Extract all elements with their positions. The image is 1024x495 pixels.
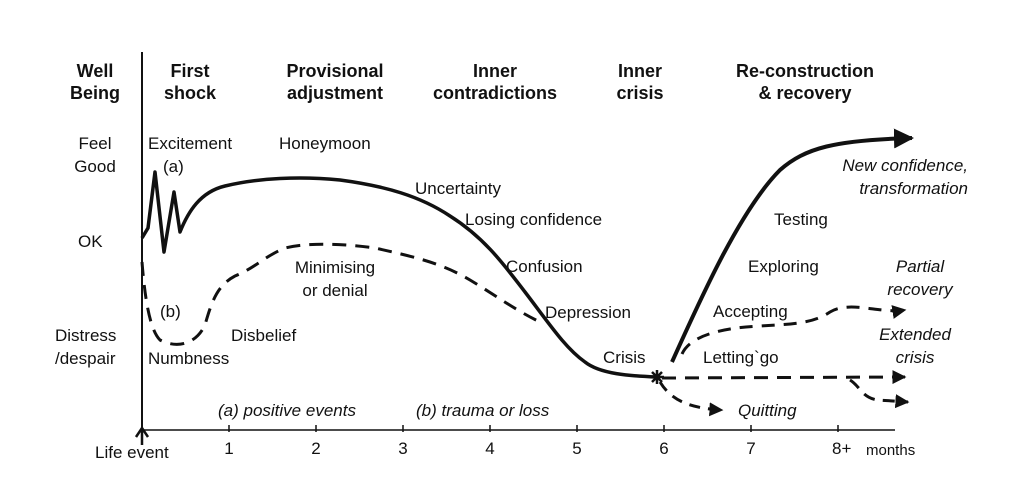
label-quitting: Quitting [738, 401, 797, 420]
life-event-arrow-icon [134, 425, 150, 445]
x-tick-label: 3 [398, 439, 408, 458]
label-honeymoon: Honeymoon [279, 134, 371, 153]
level-ok: OK [78, 232, 103, 251]
header-reconstruction: Re-construction& recovery [735, 61, 874, 103]
x-tick-label: 2 [311, 439, 321, 458]
label-new-confidence: New confidence,transformation [842, 156, 968, 198]
trauma-curve [140, 242, 541, 346]
x-tick-label: 7 [746, 439, 756, 458]
label-exploring: Exploring [748, 257, 819, 276]
extended-crisis-branch [849, 378, 910, 409]
x-axis-ticks [228, 425, 839, 432]
label-a: (a) [163, 157, 184, 176]
new-confidence-path [670, 128, 914, 363]
label-crisis: Crisis [603, 348, 646, 367]
label-letting-go: Letting`go [703, 348, 779, 367]
positive-events-curve [140, 170, 657, 379]
label-accepting: Accepting [713, 302, 788, 321]
label-excitement: Excitement [148, 134, 233, 153]
x-tick-label: 4 [485, 439, 495, 458]
extended-crisis-path [661, 370, 907, 385]
label-testing: Testing [774, 210, 828, 229]
label-losing-confidence: Losing confidence [465, 210, 603, 229]
quitting-path [658, 381, 724, 417]
label-b: (b) [160, 302, 181, 321]
legend-trauma-loss: (b) trauma or loss [416, 401, 550, 420]
partial-recovery-path [680, 305, 907, 355]
x-label-life-event: Life event [95, 443, 169, 462]
label-depression: Depression [545, 303, 631, 322]
label-disbelief: Disbelief [231, 326, 297, 345]
x-tick-label: 8+ [832, 439, 852, 458]
x-tick-label: 6 [659, 439, 669, 458]
label-confusion: Confusion [506, 257, 583, 276]
x-tick-label: 5 [572, 439, 582, 458]
level-distress: Distress/despair [55, 326, 117, 368]
label-numbness: Numbness [148, 349, 230, 368]
x-axis-unit: months [866, 442, 916, 459]
x-tick-label: 1 [224, 439, 234, 458]
crisis-burst-icon [650, 370, 664, 384]
legend-positive-events: (a) positive events [218, 401, 356, 420]
label-uncertainty: Uncertainty [415, 179, 501, 198]
